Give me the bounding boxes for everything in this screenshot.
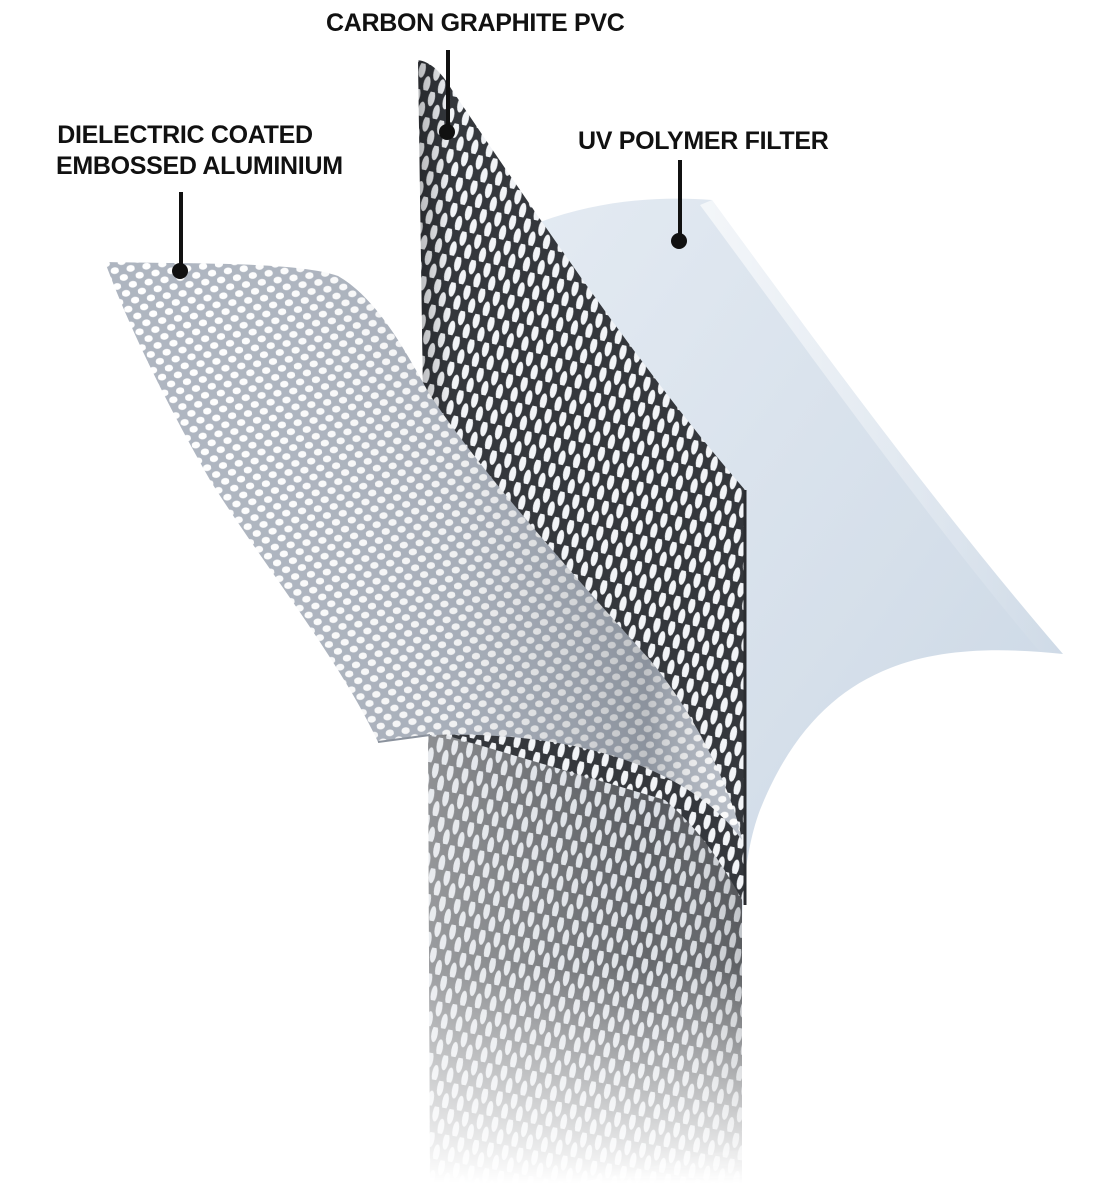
aluminium-layer (105, 262, 742, 840)
label-carbon-graphite-pvc: CARBON GRAPHITE PVC (326, 8, 625, 39)
leader-carbon (439, 50, 455, 140)
uv-film-sheet (540, 198, 1063, 931)
label-carbon-text: CARBON GRAPHITE PVC (326, 9, 625, 37)
leader-dielectric (172, 192, 188, 279)
leader-dot-dielectric (172, 263, 188, 279)
label-uv-polymer-filter: UV POLYMER FILTER (578, 126, 829, 157)
label-uv-text: UV POLYMER FILTER (578, 127, 829, 155)
lower-shading (428, 720, 742, 1184)
lower-draped-layers (428, 707, 742, 1184)
uv-film-highlight (700, 200, 1063, 654)
aluminium-bottom-edge (377, 734, 431, 743)
leader-uv (671, 160, 687, 249)
aluminium-curl-shade (105, 262, 742, 840)
label-dielectric-line2: EMBOSSED ALUMINIUM (56, 152, 343, 180)
leader-lines (172, 50, 687, 279)
label-dielectric-line1: DIELECTRIC COATED (57, 121, 313, 149)
uv-polymer-filter-layer (540, 198, 1063, 931)
leader-dot-uv (671, 233, 687, 249)
label-dielectric-aluminium: DIELECTRIC COATED EMBOSSED ALUMINIUM (56, 120, 343, 182)
leader-dot-carbon (439, 124, 455, 140)
